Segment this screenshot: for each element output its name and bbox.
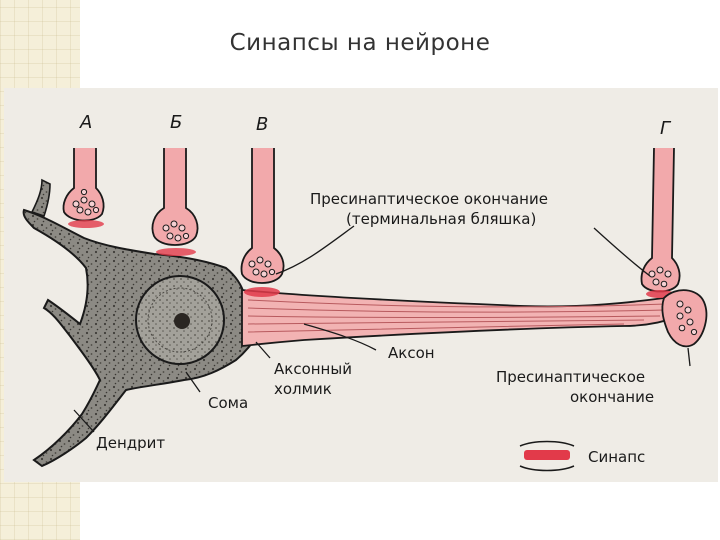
letter-v: В [256,114,268,135]
label-soma: Сома [208,394,248,412]
label-axon: Аксон [388,344,435,362]
terminal-a [62,148,105,228]
neuron-diagram-svg: А Б В Г Пресинаптическое окончание (терм… [22,112,708,472]
terminal-b [151,148,199,256]
label-presynaptic-ending-line1: Пресинаптическое [496,368,645,386]
terminal-v [240,148,285,297]
label-dendrite: Дендрит [96,434,165,452]
label-presynaptic-terminal-line2: (терминальная бляшка) [346,210,536,228]
terminal-g [640,147,681,298]
label-axon-hillock-line1: Аксонный [274,360,352,378]
nucleolus [174,313,190,329]
slide-title: Синапсы на нейроне [229,30,491,56]
axon-fibers [247,299,667,333]
label-axon-hillock-line2: холмик [274,380,332,398]
neuron-synapse-figure: А Б В Г Пресинаптическое окончание (терм… [4,88,718,482]
axon [241,289,682,348]
legend-synapse-label: Синапс [588,448,645,466]
letter-b: Б [170,112,182,133]
letter-g: Г [660,118,672,139]
synapse-legend-symbol [519,440,575,472]
label-presynaptic-terminal-line1: Пресинаптическое окончание [310,190,548,208]
letter-a: А [79,112,92,133]
leader-lines [73,225,691,433]
nucleus-inner-ring [147,287,213,353]
axon-terminal-bulb [661,289,708,348]
label-presynaptic-ending-line2: окончание [570,388,654,406]
